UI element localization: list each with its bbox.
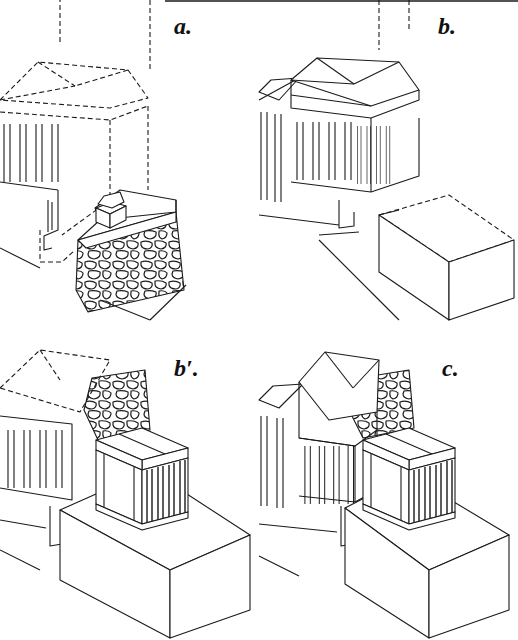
panel-label: c. bbox=[440, 356, 461, 380]
panel-label: b. bbox=[436, 14, 458, 38]
panel-label: a. bbox=[172, 14, 194, 38]
panel-label: b′. bbox=[172, 356, 201, 380]
